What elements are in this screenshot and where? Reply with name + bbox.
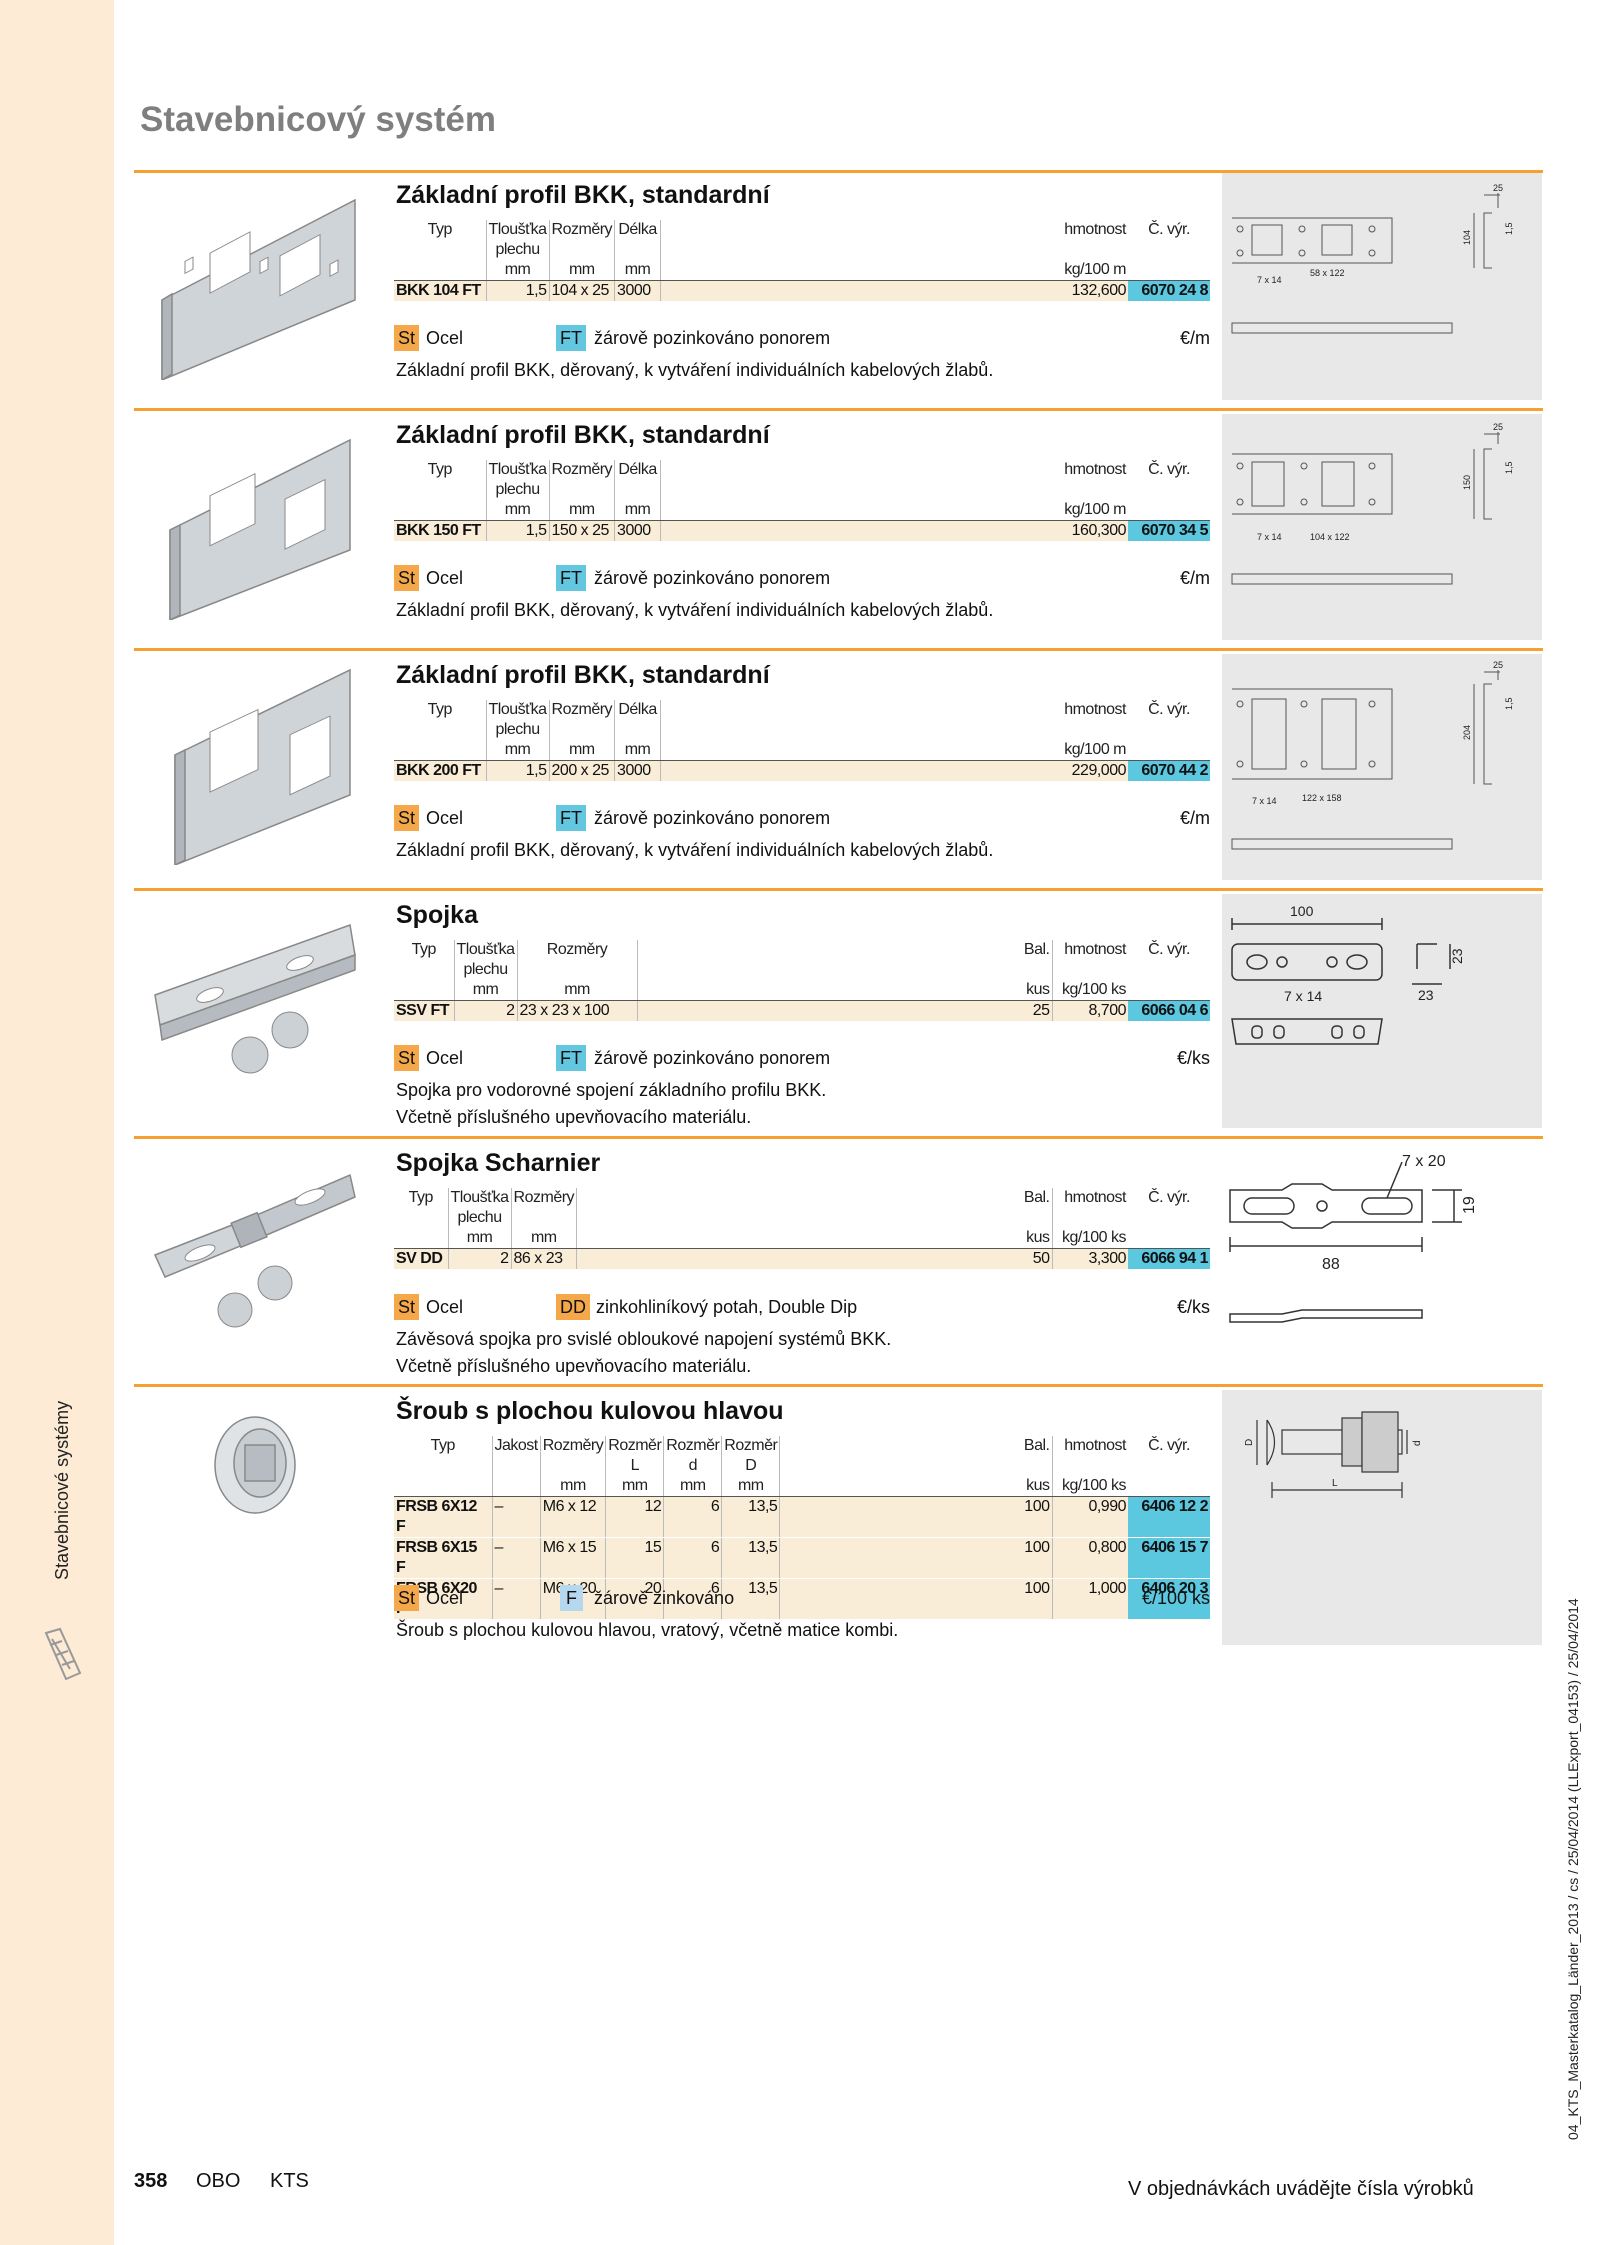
section-divider (134, 170, 1543, 173)
section-title: Šroub s plochou kulovou hlavou (396, 1397, 784, 1425)
cable-tray-icon (44, 1627, 82, 1681)
svg-text:104 x 122: 104 x 122 (1310, 532, 1350, 542)
section-title: Základní profil BKK, standardní (396, 421, 770, 449)
brand: OBO (196, 2170, 241, 2192)
description: Spojka pro vodorovné spojení základního … (396, 1080, 827, 1127)
page-title: Stavebnicový systém (140, 100, 497, 139)
section-title: Základní profil BKK, standardní (396, 661, 770, 689)
page-number: 358 (134, 2170, 168, 2192)
svg-text:1,5: 1,5 (1504, 461, 1514, 474)
connector-diagram: 100 7 x 14 23 23 (1222, 894, 1542, 1128)
description: Základní profil BKK, děrovaný, k vytváře… (396, 600, 994, 620)
svg-text:1,5: 1,5 (1504, 222, 1514, 235)
svg-text:25: 25 (1493, 660, 1503, 670)
hinge-diagram: 7 x 20 88 19 (1222, 1142, 1542, 1378)
svg-text:58 x 122: 58 x 122 (1310, 268, 1345, 278)
svg-text:7 x 14: 7 x 14 (1252, 796, 1277, 806)
svg-text:D: D (1244, 1439, 1255, 1446)
svg-text:19: 19 (1461, 1196, 1478, 1214)
section-title: Spojka (396, 901, 478, 929)
svg-text:25: 25 (1493, 422, 1503, 432)
description: Šroub s plochou kulovou hlavou, vratový,… (396, 1620, 899, 1640)
profile-bkk-200-image (174, 668, 351, 865)
svg-text:25: 25 (1493, 183, 1503, 193)
svg-text:L: L (1332, 1478, 1338, 1489)
svg-text:23: 23 (1418, 987, 1434, 1003)
svg-text:23: 23 (1449, 948, 1465, 964)
svg-text:7 x 14: 7 x 14 (1257, 532, 1282, 542)
profile-diagram: 7 x 14 122 x 158 25 204 1,5 (1222, 654, 1542, 880)
svg-text:104: 104 (1462, 230, 1472, 245)
svg-text:7 x 20: 7 x 20 (1402, 1153, 1446, 1170)
bolt-image (214, 1416, 296, 1514)
description: Základní profil BKK, děrovaný, k vytváře… (396, 360, 994, 380)
order-note: V objednávkách uvádějte čísla výrobků (1128, 2178, 1474, 2200)
profile-bkk-104-image (161, 198, 356, 380)
svg-text:7 x 14: 7 x 14 (1284, 988, 1322, 1004)
svg-text:122 x 158: 122 x 158 (1302, 793, 1342, 803)
sidebar (0, 0, 114, 2245)
svg-text:100: 100 (1290, 903, 1314, 919)
document-id: 04_KTS_Masterkatalog_Länder_2013 / cs / … (1565, 1598, 1581, 2140)
section-divider (134, 648, 1543, 651)
col-typ: Typ (427, 221, 453, 238)
profile-diagram: 7 x 14 58 x 122 25 104 1,5 (1222, 173, 1542, 400)
section-divider (134, 888, 1543, 891)
sidebar-label: Stavebnicové systémy (52, 1400, 72, 1580)
section-divider (134, 1384, 1543, 1387)
svg-text:1,5: 1,5 (1504, 697, 1514, 710)
svg-text:204: 204 (1462, 725, 1472, 740)
svg-text:88: 88 (1322, 1256, 1340, 1273)
bolt-diagram: D d L (1222, 1390, 1542, 1645)
svg-text:7 x 14: 7 x 14 (1257, 275, 1282, 285)
profile-bkk-150-image (169, 438, 351, 620)
description: Závěsová spojka pro svislé obloukové nap… (396, 1329, 892, 1376)
section-title: Základní profil BKK, standardní (396, 181, 770, 209)
profile-diagram: 7 x 14 104 x 122 25 150 1,5 (1222, 414, 1542, 640)
svg-text:d: d (1412, 1440, 1423, 1446)
section-divider (134, 1136, 1543, 1139)
svg-text:150: 150 (1462, 475, 1472, 490)
connector-ssv-image (154, 923, 356, 1074)
catalog-code: KTS (270, 2170, 309, 2192)
section-divider (134, 408, 1543, 411)
description: Základní profil BKK, děrovaný, k vytváře… (396, 840, 994, 860)
section-title: Spojka Scharnier (396, 1149, 601, 1177)
hinge-connector-image (153, 1173, 356, 1328)
